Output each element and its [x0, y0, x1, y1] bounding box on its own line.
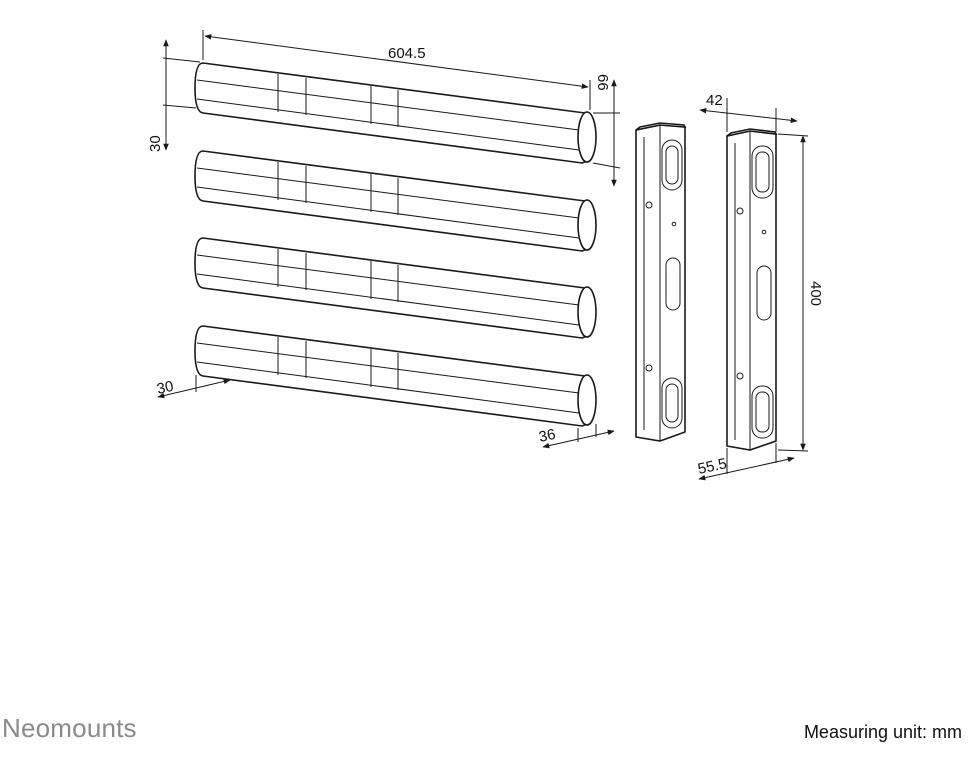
label-rail-depth-bottom: 30: [155, 378, 175, 398]
rail-1: [194, 62, 597, 164]
dim-rail-length: [202, 30, 591, 110]
dim-bracket-width: [698, 443, 795, 481]
dim-rail-depth-top: [162, 39, 201, 151]
brand-logo-text: Neomounts: [2, 713, 137, 743]
label-rail-end-offset: 36: [537, 426, 557, 446]
label-rail-height: 66: [594, 74, 611, 91]
rail-2: [194, 150, 597, 252]
label-bracket-depth: 42: [706, 92, 723, 109]
dim-rail-end-offset: [542, 424, 615, 449]
dim-rail-depth-bottom: [157, 375, 231, 399]
rail-4: [194, 325, 597, 427]
dim-bracket-depth: [699, 98, 798, 132]
measuring-unit-note: Measuring unit: mm: [803, 722, 962, 742]
wall-bracket-left: [635, 122, 687, 442]
wall-bracket-right: [726, 128, 778, 451]
label-bracket-width: 55.5: [696, 455, 728, 478]
dim-rail-height: [592, 79, 621, 187]
label-rail-depth-top: 30: [147, 135, 164, 152]
label-rail-length: 604.5: [388, 45, 426, 62]
rail-3: [194, 237, 597, 339]
dim-bracket-height: [777, 133, 809, 452]
label-bracket-height: 400: [807, 281, 824, 306]
